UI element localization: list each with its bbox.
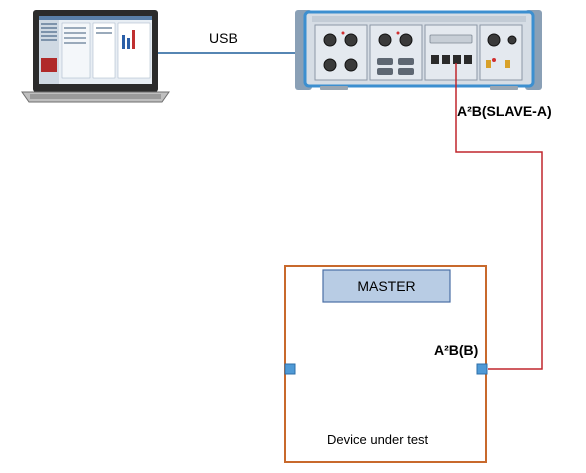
- usb-label: USB: [209, 30, 238, 46]
- audio-analyzer-icon: [295, 10, 542, 90]
- laptop-icon: [21, 10, 170, 103]
- master-block: [322, 269, 451, 303]
- device-under-test-label: Device under test: [327, 432, 429, 447]
- left-port: [284, 363, 296, 375]
- a2b-b-label: A²B(B): [434, 342, 479, 358]
- a2b-b-port: [476, 363, 488, 375]
- master-label: MASTER: [357, 278, 416, 294]
- a2b-cable: [455, 63, 543, 370]
- a2b-slave-a-label: A²B(SLAVE-A): [457, 103, 552, 119]
